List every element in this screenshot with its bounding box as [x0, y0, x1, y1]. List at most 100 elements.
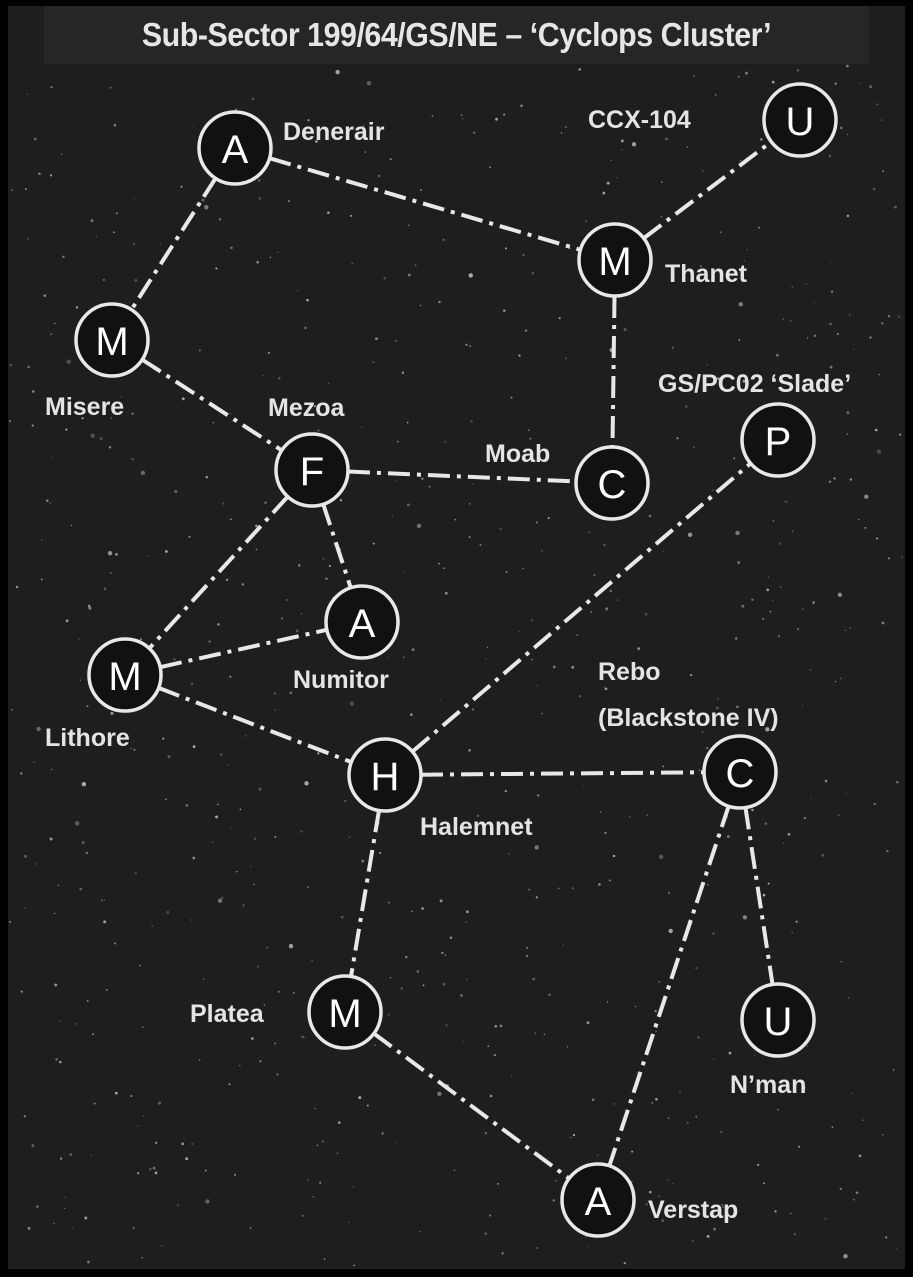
- star: [535, 896, 538, 899]
- star: [712, 932, 715, 935]
- star: [830, 261, 832, 263]
- star: [205, 1199, 210, 1204]
- star: [289, 691, 293, 695]
- star: [229, 675, 232, 678]
- star: [743, 260, 745, 262]
- star: [165, 798, 167, 801]
- route-halemnet-slade: [411, 461, 752, 754]
- star: [881, 322, 884, 325]
- star: [108, 446, 112, 449]
- star: [599, 810, 602, 813]
- star: [690, 815, 692, 818]
- star: [300, 613, 302, 615]
- star: [115, 212, 118, 215]
- star: [901, 556, 904, 559]
- system-marker: [307, 974, 383, 1050]
- star: [763, 1182, 765, 1185]
- star: [737, 75, 741, 78]
- star: [27, 1226, 31, 1230]
- star: [442, 239, 445, 241]
- star: [277, 251, 279, 254]
- star: [789, 319, 792, 322]
- star: [534, 845, 539, 850]
- star: [764, 822, 768, 825]
- star: [687, 1122, 689, 1124]
- star: [79, 887, 83, 891]
- star: [59, 1060, 62, 1064]
- star: [846, 214, 850, 218]
- star: [837, 814, 840, 816]
- star: [834, 82, 837, 85]
- star: [839, 126, 843, 130]
- star: [470, 420, 473, 423]
- star: [591, 1098, 595, 1101]
- star: [199, 1059, 201, 1061]
- star: [843, 1254, 848, 1259]
- star: [274, 835, 277, 838]
- star: [113, 124, 117, 127]
- star: [472, 708, 475, 711]
- star: [130, 747, 132, 750]
- star: [192, 856, 196, 860]
- star: [897, 315, 901, 318]
- star: [501, 1252, 504, 1255]
- star: [505, 571, 508, 573]
- star: [65, 619, 69, 623]
- star: [486, 646, 489, 649]
- star: [565, 357, 567, 360]
- star: [460, 994, 463, 997]
- star: [211, 841, 214, 844]
- star: [251, 97, 255, 100]
- star: [898, 433, 902, 436]
- star: [655, 1097, 658, 1101]
- system-class-letter: M: [328, 992, 361, 1036]
- system-class-letter: M: [108, 655, 141, 699]
- system-slade[interactable]: PGS/PC02 ‘Slade’: [658, 370, 851, 478]
- star: [503, 113, 506, 116]
- route-mezoa-moab: [347, 469, 577, 484]
- star: [49, 502, 51, 504]
- star: [460, 114, 463, 117]
- star: [198, 349, 201, 352]
- star: [90, 433, 95, 438]
- star: [91, 1033, 95, 1036]
- star: [325, 577, 328, 581]
- system-nman[interactable]: UN’man: [730, 982, 816, 1099]
- star: [602, 191, 606, 195]
- star: [420, 477, 424, 481]
- star: [394, 339, 398, 342]
- system-platea[interactable]: M Platea: [190, 974, 383, 1050]
- star: [462, 118, 464, 120]
- star: [244, 735, 247, 737]
- star: [845, 64, 849, 68]
- star: [190, 919, 193, 921]
- star: [274, 1042, 277, 1045]
- star: [167, 755, 171, 759]
- star: [579, 695, 582, 698]
- star: [27, 238, 29, 240]
- system-label: Platea: [190, 1000, 265, 1028]
- star: [60, 153, 63, 156]
- star: [351, 262, 353, 264]
- star: [468, 273, 473, 278]
- star: [454, 518, 457, 521]
- star: [53, 1222, 55, 1225]
- star: [103, 587, 107, 591]
- star: [665, 137, 668, 141]
- star: [772, 520, 775, 522]
- star: [93, 1102, 96, 1105]
- star: [409, 713, 413, 717]
- star: [366, 80, 372, 86]
- star: [851, 1092, 853, 1095]
